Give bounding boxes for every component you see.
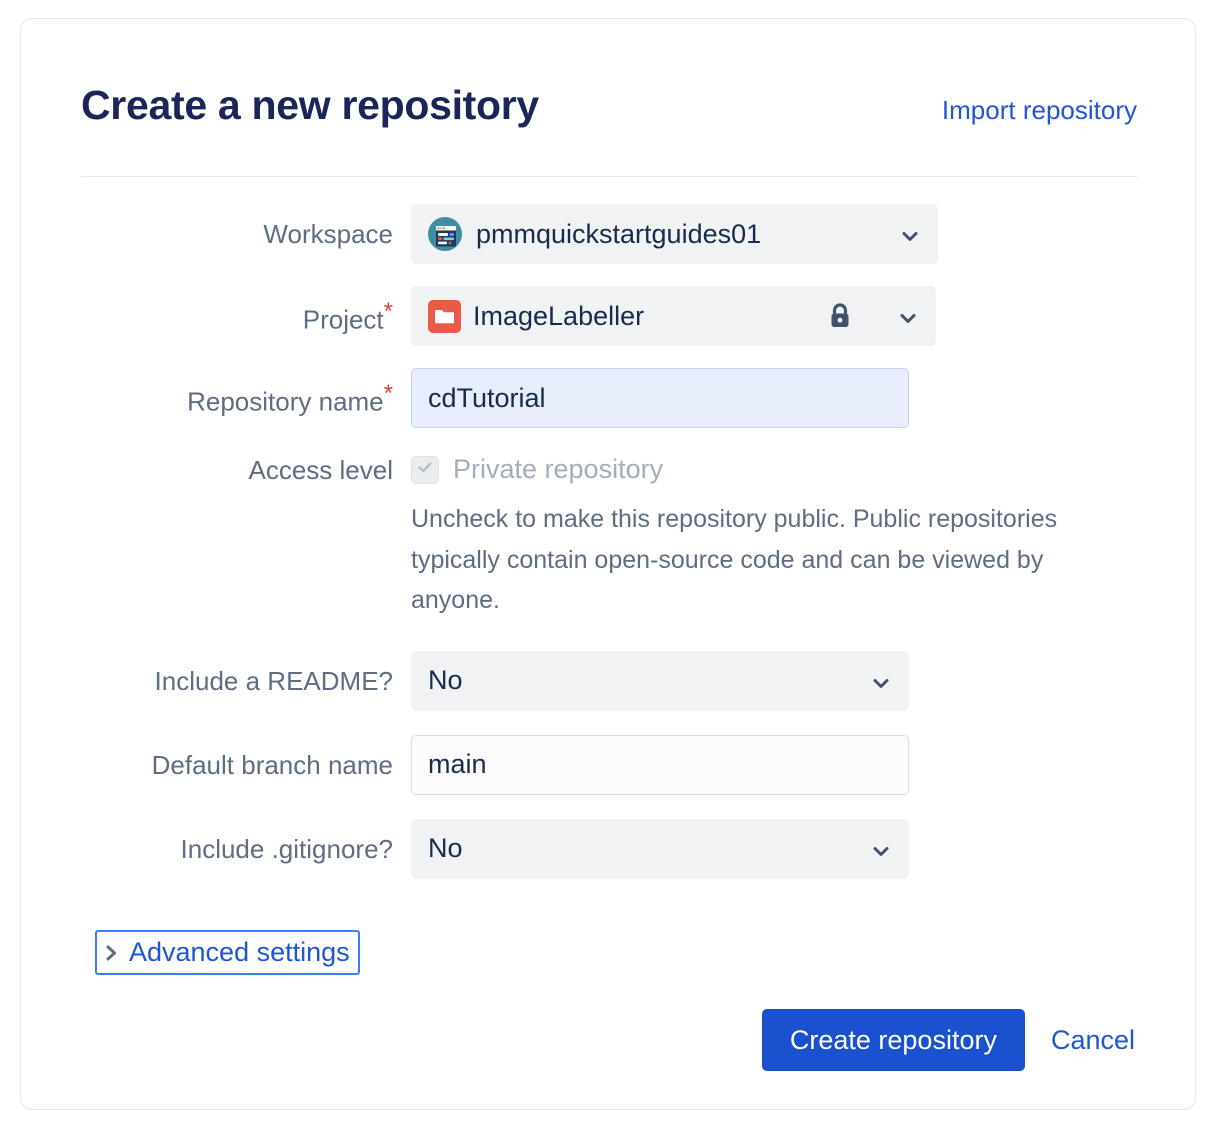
chevron-down-icon xyxy=(870,838,892,860)
project-label: Project* xyxy=(81,286,411,336)
check-icon xyxy=(415,457,435,482)
workspace-value: pmmquickstartguides01 xyxy=(476,218,762,249)
default-branch-name-row: Default branch name xyxy=(81,734,1137,795)
workspace-select[interactable]: pmmquickstartguides01 xyxy=(411,204,938,264)
default-branch-name-field xyxy=(411,734,1137,795)
form-actions: Create repository Cancel xyxy=(761,1009,1135,1071)
create-repository-button[interactable]: Create repository xyxy=(761,1009,1025,1071)
repository-name-input[interactable] xyxy=(411,368,909,428)
include-gitignore-field: No xyxy=(411,818,1137,879)
access-level-field: Private repository Uncheck to make this … xyxy=(411,450,1137,621)
project-field: ImageLabeller xyxy=(411,286,1137,346)
create-repository-form: Workspace xyxy=(81,204,1137,879)
repository-name-label-text: Repository name xyxy=(187,386,384,417)
access-level-row: Access level Private repository Uncheck … xyxy=(81,450,1137,621)
include-readme-value: No xyxy=(428,665,463,695)
lock-icon xyxy=(827,301,853,331)
page-title: Create a new repository xyxy=(81,82,539,128)
access-level-help-text: Uncheck to make this repository public. … xyxy=(411,505,1058,614)
access-level-label: Access level xyxy=(248,455,394,485)
workspace-field: pmmquickstartguides01 xyxy=(411,204,1137,264)
chevron-down-icon xyxy=(870,670,892,692)
workspace-avatar-icon xyxy=(428,217,462,251)
repository-name-required-marker: * xyxy=(383,380,393,407)
import-repository-link[interactable]: Import repository xyxy=(941,95,1137,125)
advanced-settings-label: Advanced settings xyxy=(129,937,350,967)
private-repository-checkbox-wrap[interactable]: Private repository xyxy=(411,450,1137,485)
repository-name-label: Repository name* xyxy=(81,368,411,418)
include-readme-label: Include a README? xyxy=(154,665,393,696)
default-branch-name-label: Default branch name xyxy=(151,749,393,780)
advanced-settings-toggle[interactable]: Advanced settings xyxy=(95,930,360,975)
chevron-down-icon xyxy=(899,223,921,245)
include-readme-field: No xyxy=(411,650,1137,711)
private-repository-label: Private repository xyxy=(453,454,664,484)
project-value: ImageLabeller xyxy=(473,300,645,331)
repository-name-field xyxy=(411,368,1137,428)
chevron-right-icon xyxy=(104,942,119,964)
create-repository-card: Create a new repository Import repositor… xyxy=(20,18,1196,1110)
card-header: Create a new repository Import repositor… xyxy=(81,81,1137,177)
workspace-label: Workspace xyxy=(263,219,393,249)
include-readme-select[interactable]: No xyxy=(411,650,909,711)
private-repository-checkbox xyxy=(411,455,439,484)
project-select[interactable]: ImageLabeller xyxy=(411,286,936,346)
cancel-button[interactable]: Cancel xyxy=(1050,1024,1135,1055)
include-gitignore-select[interactable]: No xyxy=(411,818,909,879)
default-branch-name-input[interactable] xyxy=(411,734,909,795)
project-required-marker: * xyxy=(383,298,393,325)
chevron-down-icon xyxy=(897,305,919,327)
include-gitignore-value: No xyxy=(428,833,463,863)
project-folder-icon xyxy=(428,299,461,333)
project-label-text: Project xyxy=(302,304,384,335)
repository-name-row: Repository name* xyxy=(81,368,1137,428)
project-row: Project* ImageLabeller xyxy=(81,286,1137,346)
include-gitignore-row: Include .gitignore? No xyxy=(81,818,1137,879)
workspace-row: Workspace xyxy=(81,204,1137,264)
include-gitignore-label: Include .gitignore? xyxy=(180,833,393,864)
include-readme-row: Include a README? No xyxy=(81,650,1137,711)
